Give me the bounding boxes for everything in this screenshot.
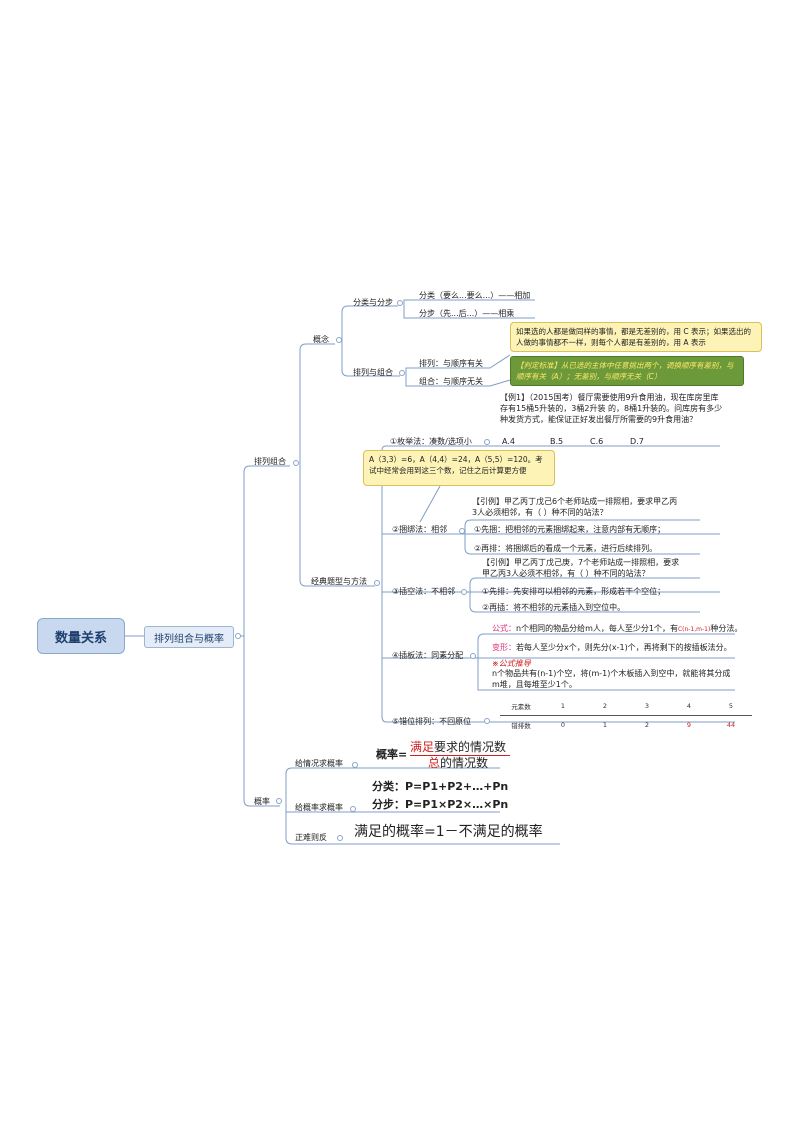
step-kunbang-1: ①先捆：把相邻的元素捆绑起来，注意内部有无顺序；	[474, 525, 666, 534]
option-a: A.4	[502, 437, 515, 446]
option-c: C.6	[590, 437, 604, 446]
example-2: 【引例】甲乙丙丁戊己6个老师站成一排照相，要求甲乙丙3人必须相邻，有（ ）种不同…	[472, 497, 678, 517]
method-5[interactable]: ⑤错位排列：不回原位	[392, 717, 472, 726]
formula-combination: C(n-1,m-1)	[677, 626, 711, 633]
formula-variant: 变形：若每人至少分x个，则先分(x-1)个，再将剩下的按插板法分。	[492, 642, 732, 653]
node-methods[interactable]: 经典题型与方法	[311, 577, 367, 586]
example-3: 【引例】甲乙丙丁戊己庚，7个老师站成一排照相，要求甲乙丙3人必须不相邻，有（ ）…	[482, 558, 680, 578]
branch-pailie[interactable]: 排列组合	[254, 457, 286, 466]
collapse-toggle[interactable]	[399, 370, 405, 376]
node-fenlei-a[interactable]: 分类（要么...要么...）——相加	[419, 291, 531, 300]
table-cell: 44	[726, 721, 736, 729]
note-factorial: A（3,3）=6，A（4,4）=24，A（5,5）=120。考试中经常会用到这三…	[363, 450, 555, 486]
table-cell: 9	[686, 721, 692, 729]
node-zh[interactable]: 组合：与顺序无关	[419, 377, 483, 386]
collapse-toggle[interactable]	[235, 633, 241, 639]
method-1[interactable]: ①枚举法：凑数/选项小	[390, 437, 472, 446]
method-4[interactable]: ④插板法：同素分配	[392, 651, 464, 660]
formula-tail: 种分法。	[710, 624, 743, 633]
table-cell: 3	[626, 697, 668, 716]
collapse-toggle[interactable]	[337, 835, 343, 841]
denom-highlight: 总	[428, 756, 441, 770]
node-pl[interactable]: 排列：与顺序有关	[419, 359, 483, 368]
collapse-toggle[interactable]	[459, 528, 465, 534]
formula-add: 分类：P=P1+P2+…+Pn	[372, 780, 509, 793]
table-cell: 1	[602, 721, 608, 729]
step-kunbang-2: ②再排：将捆绑后的看成一个元素，进行后续排列。	[474, 544, 658, 553]
table-cell: 0	[560, 721, 566, 729]
table-row: 错排数 0 1 2 9 44	[500, 716, 752, 735]
note-callout: 如果选的人都是做同样的事情，都是无差别的，用 C 表示；如果选出的人做的事情都不…	[510, 322, 762, 352]
collapse-toggle[interactable]	[484, 439, 490, 445]
node-concept[interactable]: 概念	[313, 335, 329, 344]
collapse-toggle[interactable]	[293, 460, 299, 466]
table-cell: 2	[584, 697, 626, 716]
table-cell: 元素数	[500, 697, 542, 716]
main-topic-node[interactable]: 排列组合与概率	[144, 626, 234, 648]
example-1: 【例1】（2015国考）餐厅需要使用9升食用油，现在库房里库存有15桶5升装的，…	[500, 393, 723, 424]
derangement-table: 元素数 1 2 3 4 5 错排数 0 1 2 9 44	[500, 697, 752, 734]
collapse-toggle[interactable]	[461, 589, 467, 595]
table-cell: 4	[668, 697, 710, 716]
formula-label: 公式：	[492, 624, 516, 633]
prob-formula-head: 概率=	[376, 748, 408, 761]
collapse-toggle[interactable]	[397, 300, 403, 306]
variant-label: 变形：	[492, 643, 516, 652]
formula-complement: 满足的概率=1－不满足的概率	[354, 824, 543, 840]
prob-denominator: 总的情况数	[428, 756, 488, 770]
table-cell: 1	[542, 697, 584, 716]
table-cell: 5	[710, 697, 752, 716]
table-row: 元素数 1 2 3 4 5	[500, 697, 752, 716]
prob-branch-1[interactable]: 给情况求概率	[295, 759, 343, 768]
step-chakong-2: ②再插：将不相邻的元素插入到空位中。	[482, 603, 626, 612]
option-b: B.5	[550, 437, 564, 446]
prob-branch-3[interactable]: 正难则反	[295, 833, 327, 842]
note-judgement: 【判定标准】从已选的主体中任意挑出两个，调换顺序有差别，与顺序有关（A）；无差别…	[510, 356, 744, 386]
node-pailie-zuhe[interactable]: 排列与组合	[353, 368, 393, 377]
collapse-toggle[interactable]	[484, 718, 490, 724]
step-chakong-1: ①先排：先安排可以相邻的元素，形成若干个空位；	[482, 587, 666, 596]
table-cell: 2	[644, 721, 650, 729]
numer-highlight: 满足	[410, 740, 435, 754]
prob-numerator: 满足要求的情况数	[410, 740, 506, 754]
collapse-toggle[interactable]	[276, 798, 282, 804]
formula-multiply: 分步：P=P1×P2×…×Pn	[372, 798, 509, 811]
numer-text: 要求的情况数	[434, 740, 507, 754]
derivation-tag: ※公式推导	[492, 659, 531, 668]
prob-branch-2[interactable]: 给概率求概率	[295, 803, 343, 812]
method-2[interactable]: ②捆绑法：相邻	[392, 525, 448, 534]
root-node[interactable]: 数量关系	[37, 618, 125, 654]
table-cell: 错排数	[511, 722, 531, 730]
derivation-text: n个物品共有(n-1)个空，将(m-1)个木板插入到空中，就能将其分成m堆，且每…	[492, 669, 731, 689]
variant-text: 若每人至少分x个，则先分(x-1)个，再将剩下的按插板法分。	[516, 643, 732, 652]
branch-gailv[interactable]: 概率	[254, 797, 270, 806]
node-fenlei[interactable]: 分类与分步	[353, 298, 393, 307]
fraction-bar	[410, 755, 510, 756]
formula-chaban: 公式：n个相同的物品分给m人，每人至少分1个，有C(n-1,m-1)种分法。	[492, 623, 742, 635]
collapse-toggle[interactable]	[470, 653, 476, 659]
option-d: D.7	[630, 437, 644, 446]
denom-text: 的情况数	[440, 756, 489, 770]
method-3[interactable]: ③插空法：不相邻	[392, 587, 456, 596]
collapse-toggle[interactable]	[352, 762, 358, 768]
collapse-toggle[interactable]	[374, 580, 380, 586]
collapse-toggle[interactable]	[336, 337, 342, 343]
collapse-toggle[interactable]	[350, 806, 356, 812]
node-fenlei-b[interactable]: 分步（先...后...）——相乘	[419, 309, 515, 318]
formula-text: n个相同的物品分给m人，每人至少分1个，有	[516, 624, 678, 633]
